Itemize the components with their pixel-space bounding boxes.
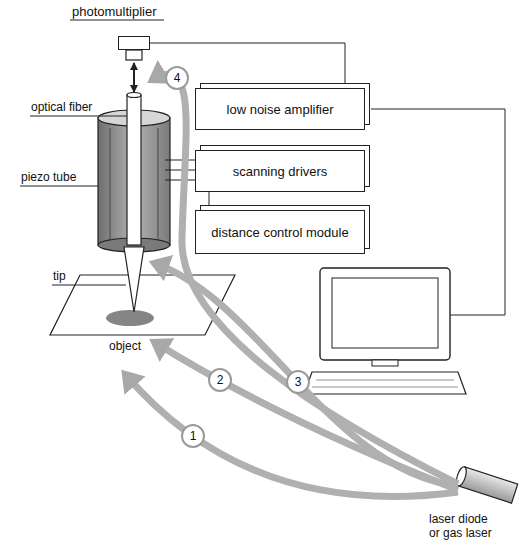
part-label: tip [52,269,67,283]
optical-fiber [127,95,141,245]
part-label: piezo tube [20,170,77,184]
object-spot [106,310,154,326]
leader-line [52,285,126,286]
drive-wire [165,180,195,181]
signal-wire [371,109,505,315]
photomultiplier-window [126,50,142,60]
callout-circle: 4 [165,66,189,90]
callout-number: 3 [295,375,302,389]
callout-number: 2 [217,373,224,387]
leader-line [70,20,164,21]
callout-circle: 2 [208,368,232,392]
module-box: low noise amplifier [195,88,365,130]
component-label: photomultiplier [72,4,157,19]
signal-wire [209,192,210,210]
fiber-end [127,93,141,98]
computer-monitor [320,268,450,360]
module-label: low noise amplifier [227,102,334,117]
electrode [158,128,159,240]
leader-line [30,116,127,117]
module-label: scanning drivers [233,164,328,179]
module-label: distance control module [211,225,348,240]
light-path-arrow [133,63,135,92]
keyboard-keys [316,380,454,381]
light-path [154,342,458,490]
module-box: scanning drivers [195,150,365,192]
part-label: optical fiber [30,100,93,114]
monitor-stand [372,360,398,366]
callout-number: 4 [174,71,181,85]
photomultiplier: photomultiplier [68,2,172,64]
leader-line [20,186,98,187]
module-box: distance control module [195,210,365,254]
part-label: laser diode or gas laser [428,512,496,540]
drive-wire [165,170,195,171]
light-path [152,74,458,484]
part-label: object [108,339,142,353]
callout-circle: 3 [286,370,310,394]
laser [454,466,517,504]
callout-number: 1 [190,429,197,443]
computer-screen [332,278,438,348]
keyboard [304,372,466,394]
electrode [110,128,111,240]
fiber-tip [124,247,144,312]
drive-wire [165,160,195,161]
callout-circle: 1 [181,424,205,448]
photomultiplier-box [118,36,150,50]
keyboard-keys [312,387,458,388]
